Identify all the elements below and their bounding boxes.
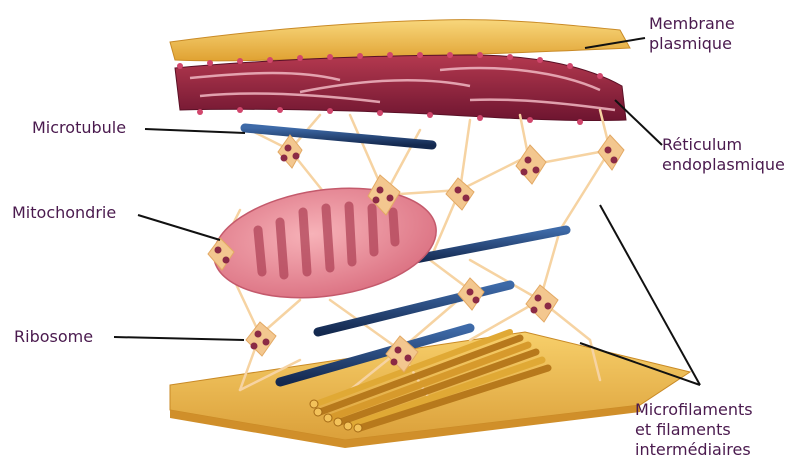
leader-mitochondrie [138,215,220,240]
mitochondria-shape [207,175,444,311]
leader-ribosome [114,337,244,340]
label-ribosome: Ribosome [14,327,93,347]
label-reticulum: Réticulum endoplasmique [662,135,785,175]
reticulum-shape [175,52,626,125]
label-filaments: Microfilaments et filaments intermédiair… [635,400,753,460]
leader-microtubule [145,129,245,133]
label-membrane: Membrane plasmique [649,14,735,54]
label-mitochondrie: Mitochondrie [12,203,116,223]
leader-reticulum [615,100,662,145]
membrane-shape [170,20,630,61]
label-microtubule: Microtubule [32,118,126,138]
